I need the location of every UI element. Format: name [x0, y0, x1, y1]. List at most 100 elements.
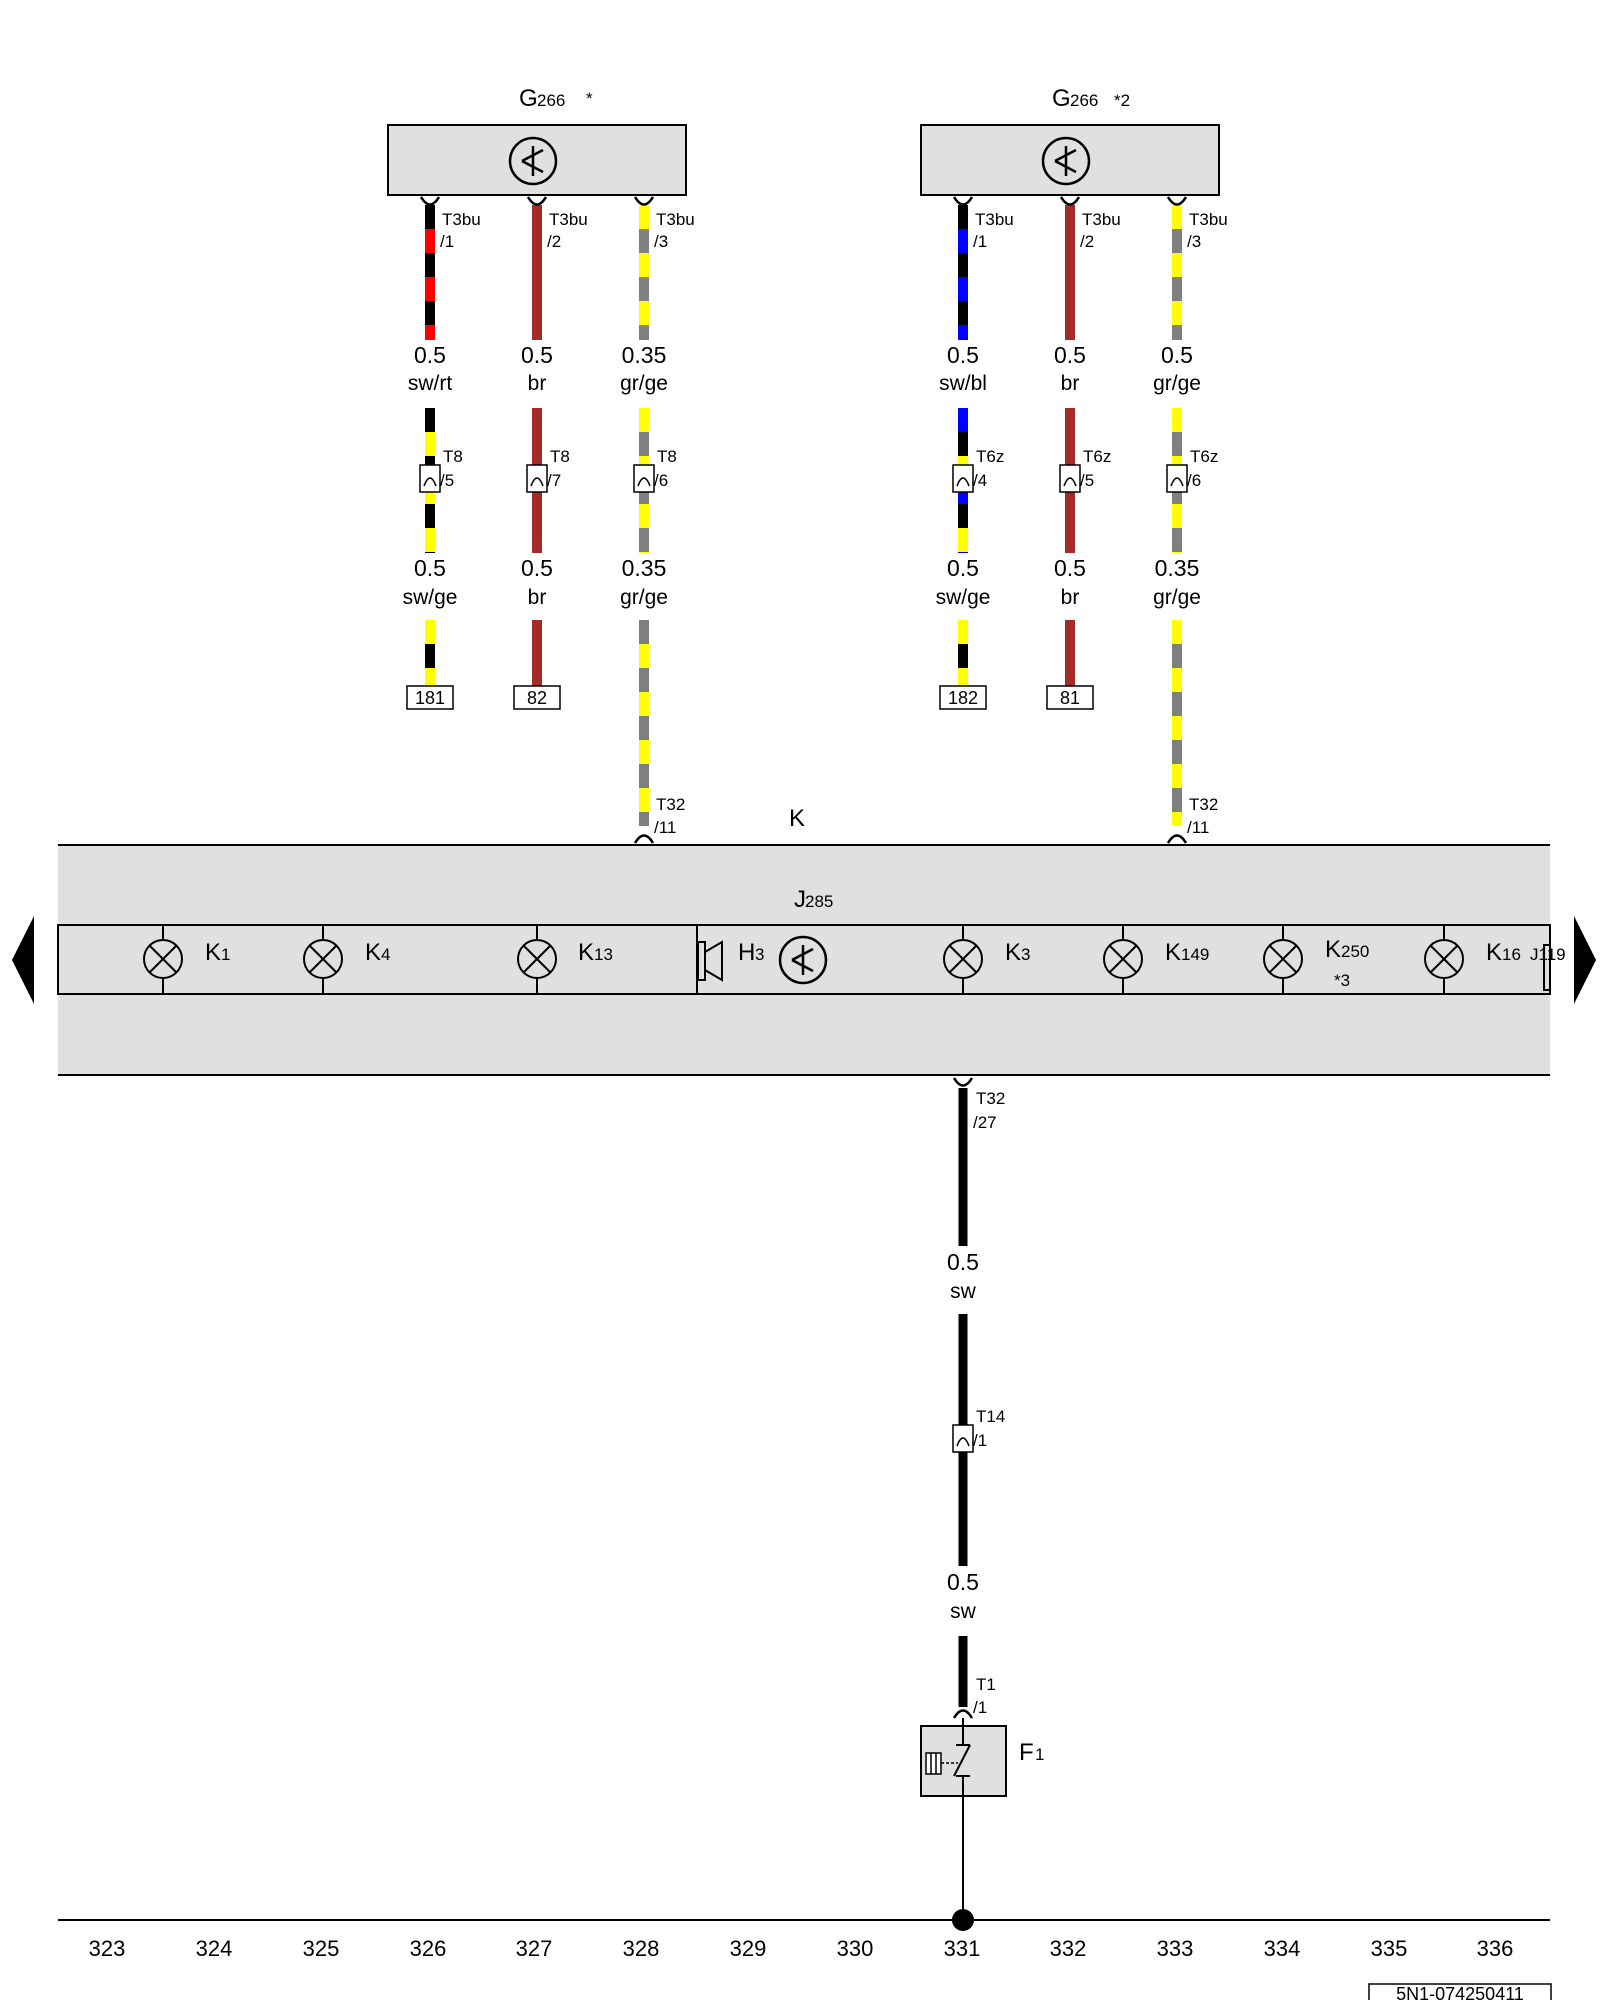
right-wire-2-color-upper: br	[1061, 372, 1080, 395]
column-number: 326	[410, 1936, 447, 1961]
column-number: 324	[196, 1936, 233, 1961]
left-wire-2-ref-box	[513, 685, 561, 710]
sensor-left-footnote: *	[586, 89, 593, 108]
right-wire-3-cluster-pin-number: /11	[1187, 818, 1209, 837]
right-wire-2-tail	[1065, 620, 1075, 686]
switch-f1-name: F	[1019, 1739, 1034, 1766]
right-wire-2-ref-box	[1046, 685, 1094, 710]
right-wire-2-pin-number: /2	[1080, 232, 1094, 251]
wire-stripe	[425, 408, 435, 432]
wire-stripe	[1172, 301, 1182, 325]
left-wire-3-color-upper: gr/ge	[620, 372, 668, 395]
right-wire-1-gauge-upper: 0.5	[947, 342, 979, 368]
ground-connector-number: /1	[973, 1431, 987, 1450]
right-wire-1-pin: T3bu	[975, 210, 1014, 229]
next-page-arrow-icon[interactable]	[1574, 916, 1596, 1004]
wire-stripe	[1065, 205, 1075, 229]
buzzer-sensor-icon	[778, 935, 828, 985]
lamp-k250-footnote: *3	[1334, 971, 1350, 990]
wire-stripe	[1065, 644, 1075, 668]
lamp-k250-name: K	[1325, 936, 1341, 963]
left-wire-1-pin: T3bu	[442, 210, 481, 229]
left-wire-1-gauge-upper: 0.5	[414, 342, 446, 368]
column-number: 333	[1157, 1936, 1194, 1961]
wire-stripe	[958, 432, 968, 456]
lamp-k149-number: 149	[1181, 945, 1209, 964]
column-number: 330	[837, 1936, 874, 1961]
instrument-cluster: K J 285 J119 K 1 K	[57, 805, 1566, 1076]
lamp-k13: K 13	[517, 925, 613, 994]
left-wire-3-cluster-pin: T32	[656, 795, 685, 814]
right-wire-3-pin: T3bu	[1189, 210, 1228, 229]
wire-stripe	[532, 277, 542, 301]
right-wire-3-gauge-lower: 0.35	[1155, 555, 1200, 581]
wire-stripe	[639, 812, 649, 826]
lamp-k1-name: K	[205, 939, 221, 966]
left-wire-1-ref-box	[406, 685, 454, 710]
wire-stripe	[1065, 528, 1075, 552]
right-wire-3-connector: T6z	[1190, 447, 1218, 466]
left-wire-2-color-lower: br	[528, 586, 547, 609]
buzzer-number: 3	[755, 945, 764, 964]
switch-pin: T1	[976, 1675, 996, 1694]
wire-stripe	[532, 432, 542, 456]
wire-stripe	[958, 504, 968, 528]
sensor-g266-right: G 266 *2	[920, 85, 1220, 196]
previous-page-arrow-icon[interactable]	[12, 916, 34, 1004]
left-wire-3-cluster-pin-number: /11	[654, 818, 676, 837]
lamp-k16-icon	[1424, 939, 1464, 979]
right-wire-1-gauge-lower: 0.5	[947, 555, 979, 581]
right-wire-2-connector: T6z	[1083, 447, 1111, 466]
wire-stripe	[639, 644, 649, 668]
wire-stripe	[532, 205, 542, 229]
wire-stripe	[1172, 205, 1182, 229]
wire-stripe	[1172, 528, 1182, 552]
column-numbers: 323 324 325 326 327 328 329 330 331 332 …	[89, 1936, 1514, 1961]
right-wire-3-cluster-pin-icon	[1166, 834, 1188, 844]
right-wire-2-ref: 81	[1060, 688, 1080, 708]
switch-pin-icon	[952, 1709, 974, 1719]
right-wire-1-connector: T6z	[976, 447, 1004, 466]
right-wire-2-gauge-upper: 0.5	[1054, 342, 1086, 368]
buzzer-h3: H 3	[697, 935, 828, 985]
right-wire-2-pin-icon	[1059, 196, 1081, 206]
wire-stripe	[639, 764, 649, 788]
wire-stripe	[1065, 277, 1075, 301]
right-wire-3-pin-icon	[1166, 196, 1188, 206]
left-wire-3-gauge-upper: 0.35	[622, 342, 667, 368]
column-number: 331	[944, 1936, 981, 1961]
left-wire-1-connector: T8	[443, 447, 463, 466]
ground-wire-upper-color: sw	[950, 1280, 977, 1303]
switch-f1-symbol-icon	[925, 1718, 971, 1796]
wire-stripe	[639, 620, 649, 644]
right-wire-3: T3bu /3 0.5 gr/ge T6z /6 0.35 gr/ge T32 …	[1153, 196, 1228, 844]
sensor-g266-left: G 266 *	[387, 85, 687, 196]
right-wire-1-color-upper: sw/bl	[939, 372, 987, 395]
lamp-k250-number: 250	[1341, 942, 1369, 961]
wire-stripe	[1065, 504, 1075, 528]
wire-stripe	[1172, 432, 1182, 456]
right-wire-3-cluster-pin: T32	[1189, 795, 1218, 814]
wire-stripe	[425, 301, 435, 325]
right-wire-3-connector-number: /6	[1187, 471, 1201, 490]
lamp-k16: K 16	[1424, 925, 1521, 994]
right-wire-3-upper-segment	[1172, 205, 1182, 340]
right-wire-2-gauge-lower: 0.5	[1054, 555, 1086, 581]
wire-stripe	[532, 301, 542, 325]
wire-stripe	[425, 552, 435, 553]
left-wire-3-pin-icon	[633, 196, 655, 206]
column-number: 335	[1371, 1936, 1408, 1961]
ground-wire-upper-gauge: 0.5	[947, 1249, 979, 1275]
left-wire-2-pin-icon	[526, 196, 548, 206]
wire-stripe	[425, 229, 435, 253]
wire-stripe	[958, 528, 968, 552]
ground-connector-icon	[952, 1424, 974, 1453]
wire-stripe	[1172, 668, 1182, 692]
wire-stripe	[425, 277, 435, 301]
left-wire-1-pin-number: /1	[440, 232, 454, 251]
lamp-k3-number: 3	[1021, 945, 1030, 964]
wire-stripe	[958, 408, 968, 432]
left-wire-2-connector-number: /7	[547, 471, 561, 490]
wire-stripe	[639, 504, 649, 528]
wire-stripe	[639, 552, 649, 553]
